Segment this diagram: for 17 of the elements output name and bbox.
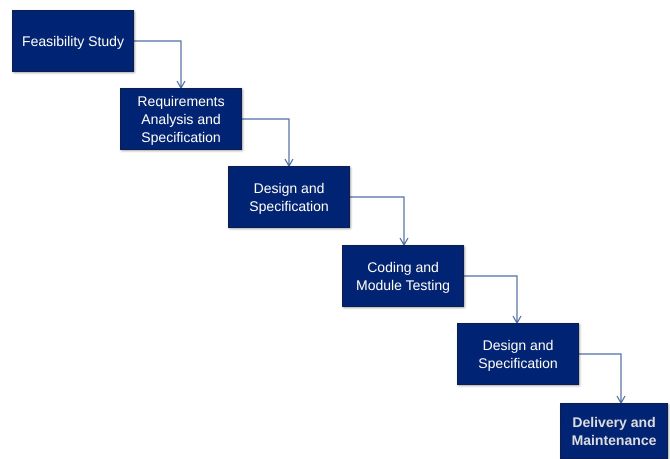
box-label: Coding and Module Testing: [355, 258, 451, 294]
process-box: [342, 245, 464, 307]
box-label: Feasibility Study: [21, 32, 125, 50]
box-label: Requirements Analysis and Specification: [136, 92, 226, 146]
box-label: Delivery and Maintenance: [570, 413, 658, 449]
process-box: [560, 403, 668, 459]
process-box: [12, 10, 134, 72]
process-box: [120, 88, 242, 150]
arrow: [350, 196, 409, 246]
arrow: [242, 118, 294, 167]
arrow: [134, 40, 186, 89]
process-box: [228, 166, 350, 228]
arrow: [464, 275, 522, 324]
arrow: [579, 353, 626, 404]
box-label: Design and Specification: [248, 179, 330, 215]
box-label: Design and Specification: [477, 336, 559, 372]
process-box: [457, 323, 579, 385]
